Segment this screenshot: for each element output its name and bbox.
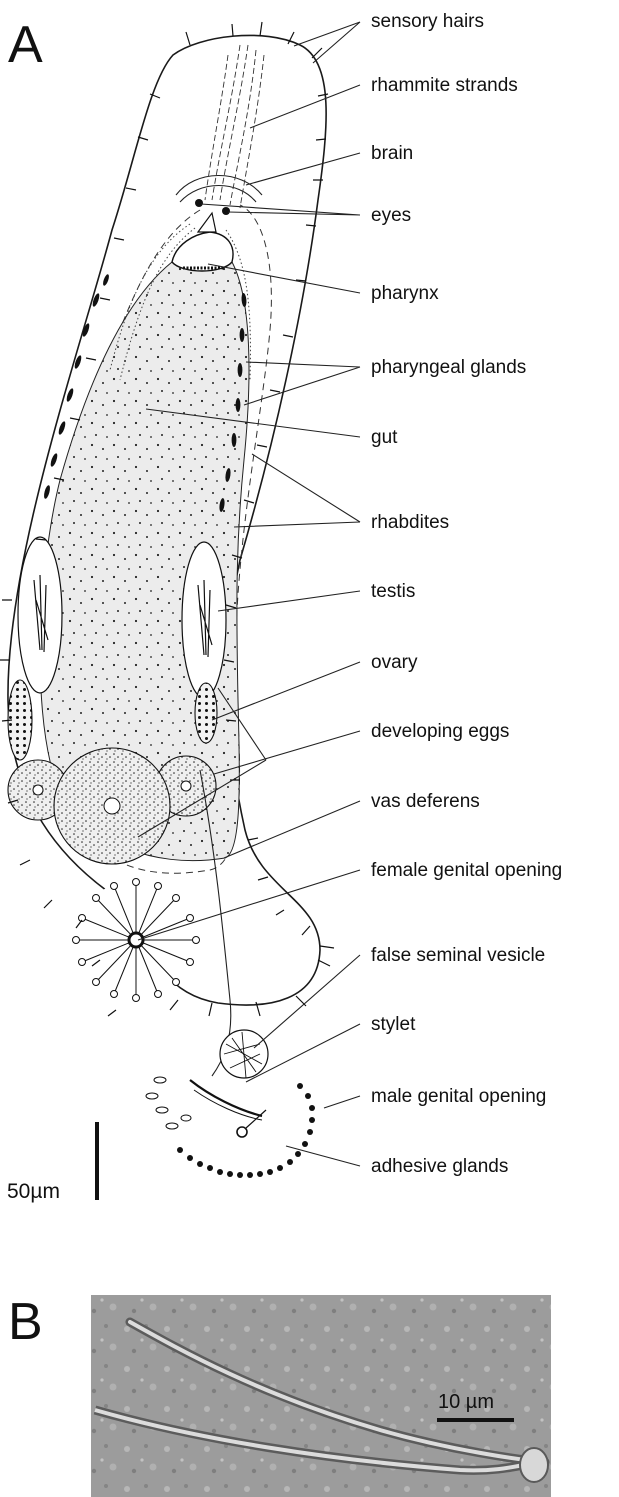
eye-left	[195, 199, 203, 207]
panel-a-labels: sensory hairs rhammite strands brain eye…	[371, 11, 562, 1177]
label-pharyngeal-glands: pharyngeal glands	[371, 357, 526, 378]
label-brain: brain	[371, 143, 413, 164]
panel-a-letter: A	[8, 16, 43, 74]
label-testis: testis	[371, 581, 415, 602]
label-rhammite-strands: rhammite strands	[371, 75, 518, 96]
label-sensory-hairs: sensory hairs	[371, 11, 484, 32]
panel-b-letter: B	[8, 1293, 43, 1351]
scale-bar-b-label: 10 µm	[438, 1391, 494, 1413]
label-stylet: stylet	[371, 1014, 416, 1035]
label-ovary: ovary	[371, 652, 418, 673]
label-false-seminal-vesicle: false seminal vesicle	[371, 945, 545, 966]
label-male-genital-opening: male genital opening	[371, 1086, 546, 1107]
label-rhabdites: rhabdites	[371, 512, 449, 533]
scale-bar-a-label: 50µm	[7, 1180, 60, 1203]
false-seminal-vesicle	[220, 1030, 268, 1078]
label-eyes: eyes	[371, 205, 411, 226]
label-gut: gut	[371, 427, 398, 448]
label-pharynx: pharynx	[371, 283, 439, 304]
worm-drawing	[0, 22, 334, 1178]
stylet	[190, 1080, 262, 1116]
label-adhesive-glands: adhesive glands	[371, 1156, 508, 1177]
label-developing-eggs: developing eggs	[371, 721, 509, 742]
ovary-right	[195, 683, 217, 743]
male-genital-opening	[237, 1127, 247, 1137]
eye-right	[222, 207, 230, 215]
label-female-genital-opening: female genital opening	[371, 860, 562, 881]
label-vas-deferens: vas deferens	[371, 791, 480, 812]
scale-bar-a: 50µm	[7, 1122, 97, 1203]
